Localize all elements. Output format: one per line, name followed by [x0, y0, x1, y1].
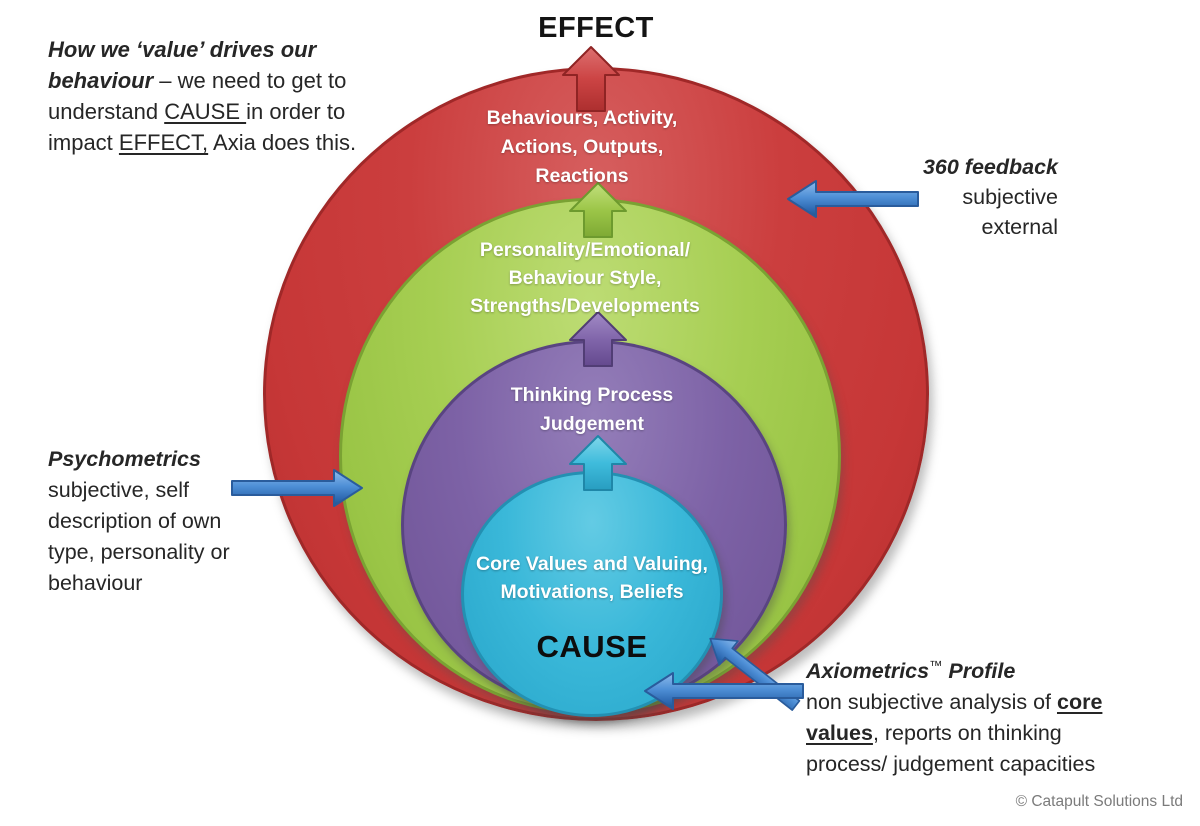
- effect-up-arrow-icon: [562, 46, 620, 112]
- axiometrics-core-underlined: core: [1056, 690, 1103, 715]
- cause-title: CAUSE: [536, 629, 648, 664]
- thinking-label: Thinking Process Judgement: [432, 381, 752, 439]
- copyright-text: © Catapult Solutions Ltd: [1015, 793, 1183, 810]
- personality-line-2: Behaviour Style,: [508, 267, 662, 289]
- psychometrics-line5: behaviour: [48, 571, 143, 595]
- intro-effect-underlined: EFFECT,: [118, 130, 209, 155]
- personality-label: Personality/Emotional/ Behaviour Style, …: [425, 236, 745, 320]
- behaviours-line-3: Reactions: [535, 165, 629, 187]
- axiometrics-note: Axiometrics™ Profile non subjective anal…: [806, 650, 1151, 780]
- intro-line4-pre: impact: [48, 130, 119, 155]
- feedback-arrow-icon: [787, 180, 919, 218]
- thinking-line-2: Judgement: [539, 413, 644, 435]
- intro-line3-post: in order to: [246, 99, 346, 124]
- axiometrics-title-profile: Profile: [942, 659, 1016, 684]
- intro-line3-pre: understand: [48, 99, 165, 124]
- axiometrics-values-underlined: values: [806, 721, 873, 746]
- feedback-note: 360 feedback subjective external: [798, 152, 1058, 242]
- trademark-symbol: ™: [929, 658, 943, 673]
- intro-line2-rest: – we need to get to: [159, 68, 347, 93]
- personality-line-3: Strengths/Developments: [470, 295, 700, 317]
- core-values-line-2: Motivations, Beliefs: [500, 581, 684, 603]
- personality-line-1: Personality/Emotional/: [479, 239, 691, 261]
- psychometrics-arrow-icon: [231, 469, 363, 507]
- personality-up-arrow-icon: [569, 182, 627, 238]
- psychometrics-title: Psychometrics: [48, 447, 201, 471]
- thinking-line-1: Thinking Process: [510, 384, 674, 406]
- core-values-circle: [461, 471, 723, 717]
- psychometrics-line3: description of own: [48, 509, 222, 533]
- effect-title: EFFECT: [538, 12, 654, 44]
- core-values-line-1: Core Values and Valuing,: [476, 553, 708, 575]
- behaviours-label: Behaviours, Activity, Actions, Outputs, …: [422, 104, 742, 191]
- axiometrics-left-arrow-icon: [644, 672, 804, 710]
- behaviours-line-1: Behaviours, Activity,: [486, 107, 678, 129]
- psychometrics-line4: type, personality or: [48, 540, 230, 564]
- behaviours-line-2: Actions, Outputs,: [500, 136, 664, 158]
- intro-line4-post: Axia does this.: [208, 130, 357, 155]
- intro-line2-bold: behaviour: [48, 68, 160, 93]
- axiometrics-line3-post: , reports on thinking: [872, 721, 1062, 746]
- feedback-line3: external: [981, 215, 1059, 239]
- intro-cause-underlined: CAUSE: [164, 99, 247, 124]
- axiometrics-line4: process/ judgement capacities: [806, 752, 1096, 777]
- psychometrics-note: Psychometrics subjective, self descripti…: [48, 444, 318, 599]
- psychometrics-line2: subjective, self: [48, 478, 190, 502]
- thinking-up-arrow-icon: [569, 311, 627, 367]
- core-values-label: Core Values and Valuing, Motivations, Be…: [432, 550, 752, 606]
- intro-line1: How we ‘value’ drives our: [48, 37, 317, 62]
- feedback-title: 360 feedback: [922, 155, 1058, 179]
- core-values-up-arrow-icon: [569, 435, 627, 491]
- axiometrics-line2-pre: non subjective analysis of: [806, 690, 1057, 715]
- axiometrics-title: Axiometrics: [806, 659, 930, 684]
- intro-note: How we ‘value’ drives our behaviour – we…: [48, 34, 408, 158]
- feedback-line2: subjective: [962, 185, 1058, 209]
